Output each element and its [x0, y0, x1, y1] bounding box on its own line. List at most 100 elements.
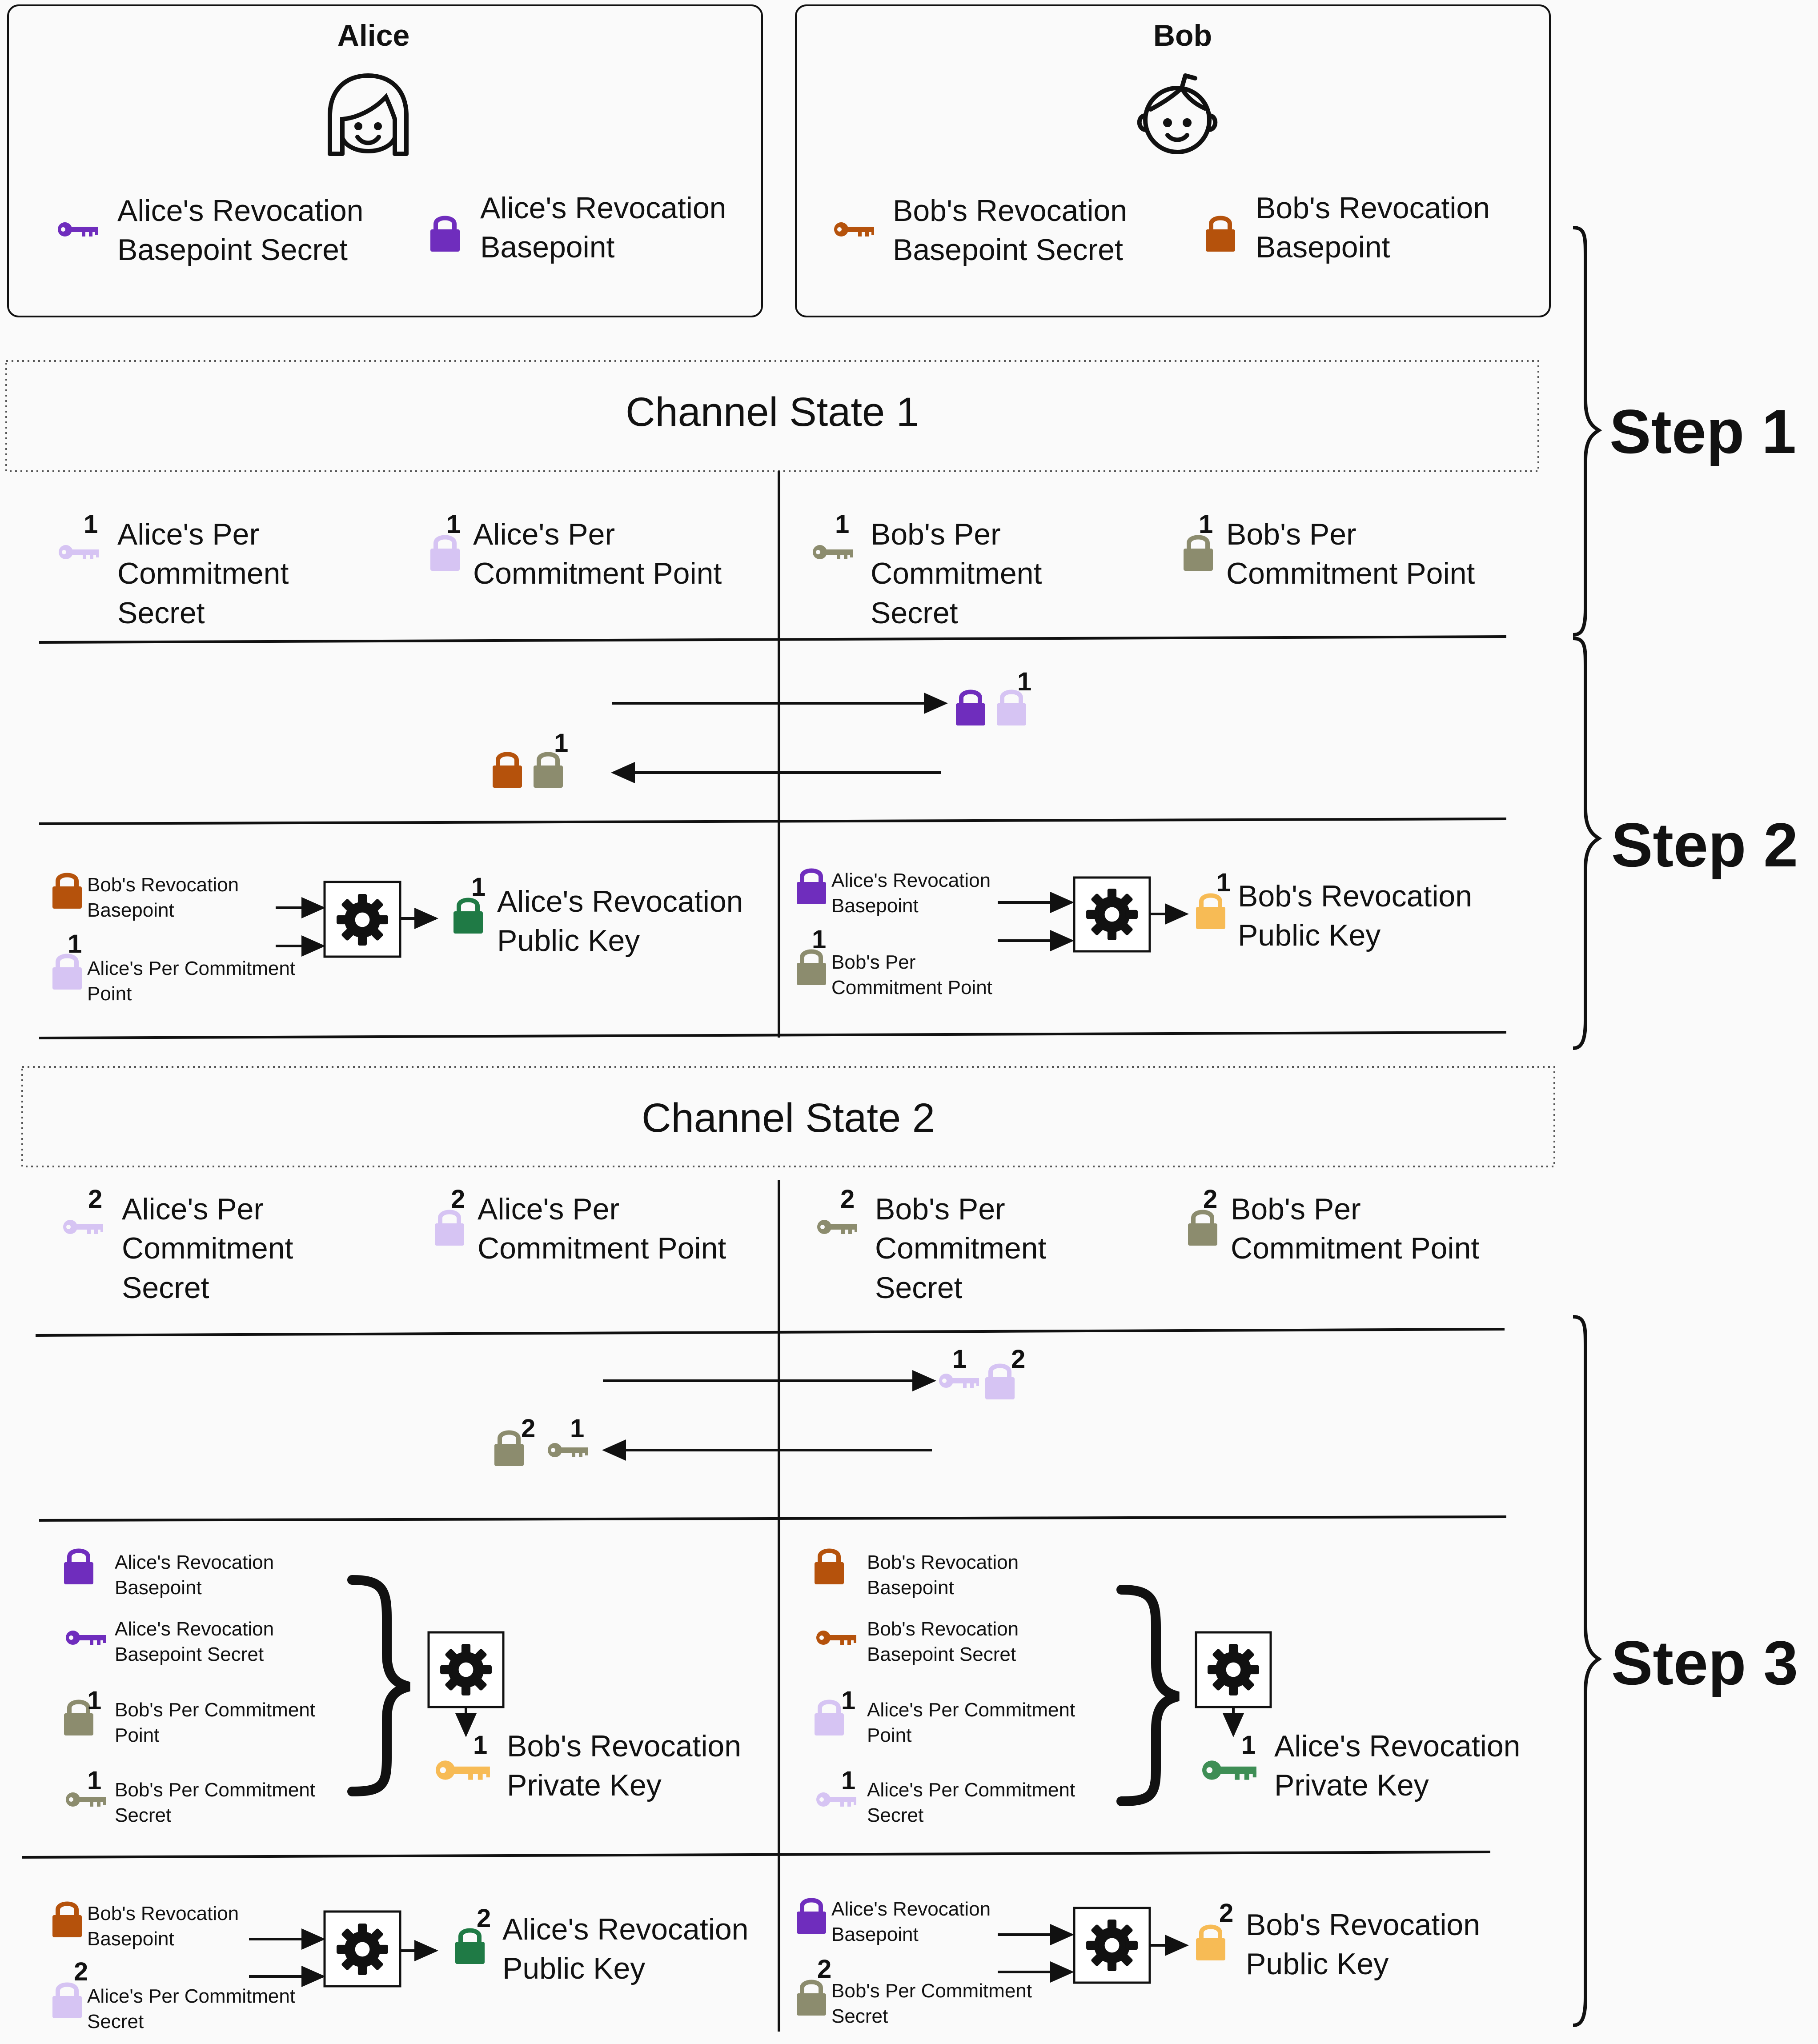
s2-alice-in2-num: 2 — [74, 1957, 88, 1986]
bob-revocation-basepoint-secret-key-icon — [834, 217, 877, 244]
bob-per-commitment-secret-1-label: Bob's Per Commitment Secret — [871, 517, 1042, 630]
alice-secret-2-num: 2 — [88, 1185, 103, 1214]
s2-priv-alice-gear-icon — [438, 1642, 494, 1700]
s2-priv-bob-revocation-basepoint-secret-key-icon — [816, 1625, 859, 1652]
bob-point-1-num: 1 — [1199, 510, 1213, 539]
s2-priv-bob-in2-label: Bob's Revocation Basepoint Secret — [867, 1618, 1019, 1666]
s2-alice-out-num: 2 — [477, 1904, 491, 1933]
s2-priv-bob-in4-num: 1 — [841, 1766, 856, 1795]
bob-secret-1-num: 1 — [835, 510, 850, 539]
alice-revocation-basepoint-secret-label: Alice's Revocation Basepoint Secret — [117, 194, 364, 267]
s1-alice-in2-num: 1 — [68, 930, 82, 958]
bob-per-commitment-secret-2-label: Bob's Per Commitment Secret — [875, 1192, 1047, 1305]
s2-priv-bob-gear-icon — [1205, 1642, 1261, 1700]
bob-per-commitment-point-1-label: Bob's Per Commitment Point — [1226, 517, 1475, 591]
bob-per-commitment-secret-revealed-key-icon — [548, 1438, 590, 1465]
s1-bob-revocation-public-key-lock-icon — [1195, 890, 1226, 932]
alice-per-commitment-point-2-label: Alice's Per Commitment Point — [478, 1192, 726, 1266]
s2-priv-bob-out-label: Alice's Revocation Private Key — [1274, 1729, 1521, 1803]
alice-per-commitment-point-2-sent-lock-icon — [984, 1360, 1015, 1403]
s1-alice-out-label: Alice's Revocation Public Key — [497, 885, 743, 958]
s1-alice-out-num: 1 — [471, 873, 486, 902]
bob-revocation-basepoint-sent-lock-icon — [492, 749, 523, 791]
alice-avatar-icon — [328, 73, 409, 156]
step-3-label: Step 3 — [1611, 1628, 1798, 1698]
s2-priv-alice-in4-label: Bob's Per Commitment Secret — [115, 1779, 315, 1827]
s1-bob-in-per-commitment-point-lock-icon — [796, 946, 827, 988]
exchange-left-lock-num: 2 — [521, 1414, 536, 1443]
bob-per-commitment-point-2-sent-lock-icon — [494, 1427, 525, 1469]
exchange-left-1-num: 1 — [554, 729, 569, 757]
s2-priv-alice-in3-num: 1 — [87, 1686, 102, 1715]
alice-per-commitment-point-1-lock-icon — [429, 532, 461, 574]
step-2-label: Step 2 — [1611, 810, 1798, 880]
s1-alice-in-bob-revocation-basepoint-lock-icon — [52, 870, 83, 912]
step-1-label: Step 1 — [1609, 397, 1797, 466]
s1-alice-in2-label: Alice's Per Commitment Point — [87, 958, 296, 1005]
s1-alice-in-per-commitment-point-lock-icon — [52, 950, 83, 993]
s1-bob-in1-label: Alice's Revocation Basepoint — [831, 870, 991, 917]
s2-bob-out-label: Bob's Revocation Public Key — [1246, 1908, 1481, 1981]
s2-priv-alice-in1-label: Alice's Revocation Basepoint — [115, 1551, 274, 1599]
exchange-right-key-num: 1 — [952, 1345, 967, 1374]
alice-per-commitment-secret-2-label: Alice's Per Commitment Secret — [122, 1192, 293, 1305]
channel-state-2-box — [21, 1066, 1555, 1167]
s2-bob-in-alice-revocation-basepoint-lock-icon — [796, 1895, 827, 1937]
bob-revocation-basepoint-lock-icon — [1205, 212, 1236, 255]
alice-per-commitment-secret-revealed-key-icon — [939, 1368, 982, 1395]
s2-priv-bob-in4-label: Alice's Per Commitment Secret — [867, 1779, 1076, 1827]
alice-per-commitment-point-1-label: Alice's Per Commitment Point — [473, 517, 722, 591]
bob-party-box — [795, 4, 1551, 317]
exchange-right-lock-num: 2 — [1011, 1345, 1026, 1374]
alice-per-commitment-secret-1-key-icon — [59, 540, 101, 567]
channel-state-1-title: Channel State 1 — [626, 389, 919, 435]
s2-bob-in-per-commitment-secret-lock-icon — [796, 1976, 827, 2019]
s2-priv-bob-per-commitment-secret-key-icon — [66, 1787, 108, 1814]
bob-per-commitment-point-sent-lock-icon — [533, 749, 564, 791]
s2-alice-in-bob-revocation-basepoint-lock-icon — [52, 1898, 83, 1940]
s1-bob-in2-num: 1 — [812, 925, 827, 954]
bob-revocation-basepoint-secret-label: Bob's Revocation Basepoint Secret — [893, 194, 1128, 267]
s2-bob-revocation-public-key-lock-icon — [1195, 1921, 1226, 1964]
s2-bob-in2-label: Bob's Per Commitment Secret — [831, 1980, 1032, 2028]
s1-bob-in-alice-revocation-basepoint-lock-icon — [796, 865, 827, 907]
alice-per-commitment-point-2-lock-icon — [434, 1206, 465, 1249]
s1-alice-gear-icon — [334, 892, 390, 950]
s2-bob-gear-icon — [1084, 1917, 1140, 1976]
s1-alice-revocation-public-key-lock-icon — [453, 894, 484, 937]
s2-priv-bob-in3-label: Alice's Per Commitment Point — [867, 1699, 1076, 1747]
s2-alice-revocation-public-key-lock-icon — [454, 1925, 486, 1967]
s2-priv-bob-in1-label: Bob's Revocation Basepoint — [867, 1551, 1019, 1599]
s2-alice-in1-label: Bob's Revocation Basepoint — [87, 1903, 239, 1950]
channel-state-2-title: Channel State 2 — [642, 1095, 935, 1141]
s1-alice-in1-label: Bob's Revocation Basepoint — [87, 874, 239, 922]
s2-alice-revocation-private-key-icon — [1202, 1753, 1260, 1789]
alice-secret-1-num: 1 — [84, 510, 98, 539]
s1-bob-gear-icon — [1084, 886, 1140, 945]
bob-per-commitment-point-2-lock-icon — [1187, 1206, 1218, 1249]
alice-revocation-basepoint-lock-icon — [429, 212, 461, 255]
bob-per-commitment-point-1-lock-icon — [1183, 532, 1214, 574]
s2-bob-out-num: 2 — [1219, 1899, 1234, 1928]
s2-priv-alice-revocation-basepoint-lock-icon — [63, 1545, 94, 1587]
s1-bob-out-label: Bob's Revocation Public Key — [1238, 879, 1473, 953]
alice-party-box — [7, 4, 763, 317]
s2-priv-bob-in3-num: 1 — [841, 1686, 856, 1715]
s2-alice-in-per-commitment-secret-lock-icon — [52, 1979, 83, 2021]
s2-priv-alice-out-num: 1 — [473, 1731, 488, 1759]
bob-avatar-icon — [1137, 73, 1218, 154]
bob-per-commitment-secret-1-key-icon — [813, 540, 855, 567]
bob-name: Bob — [1153, 19, 1212, 52]
s2-bob-in1-label: Alice's Revocation Basepoint — [831, 1898, 991, 1946]
s2-priv-alice-revocation-basepoint-secret-key-icon — [66, 1625, 108, 1652]
s2-priv-bob-revocation-basepoint-lock-icon — [814, 1545, 845, 1587]
s2-alice-in2-label: Alice's Per Commitment Secret — [87, 1985, 296, 2033]
alice-revocation-basepoint-label: Alice's Revocation Basepoint — [480, 191, 726, 265]
s2-bob-revocation-private-key-icon — [436, 1753, 494, 1789]
s2-priv-alice-in4-num: 1 — [87, 1766, 102, 1795]
s2-priv-bob-per-commitment-point-lock-icon — [63, 1696, 94, 1739]
s2-priv-alice-per-commitment-point-lock-icon — [814, 1696, 845, 1739]
alice-name: Alice — [337, 19, 410, 52]
alice-per-commitment-secret-1-label: Alice's Per Commitment Secret — [117, 517, 289, 630]
